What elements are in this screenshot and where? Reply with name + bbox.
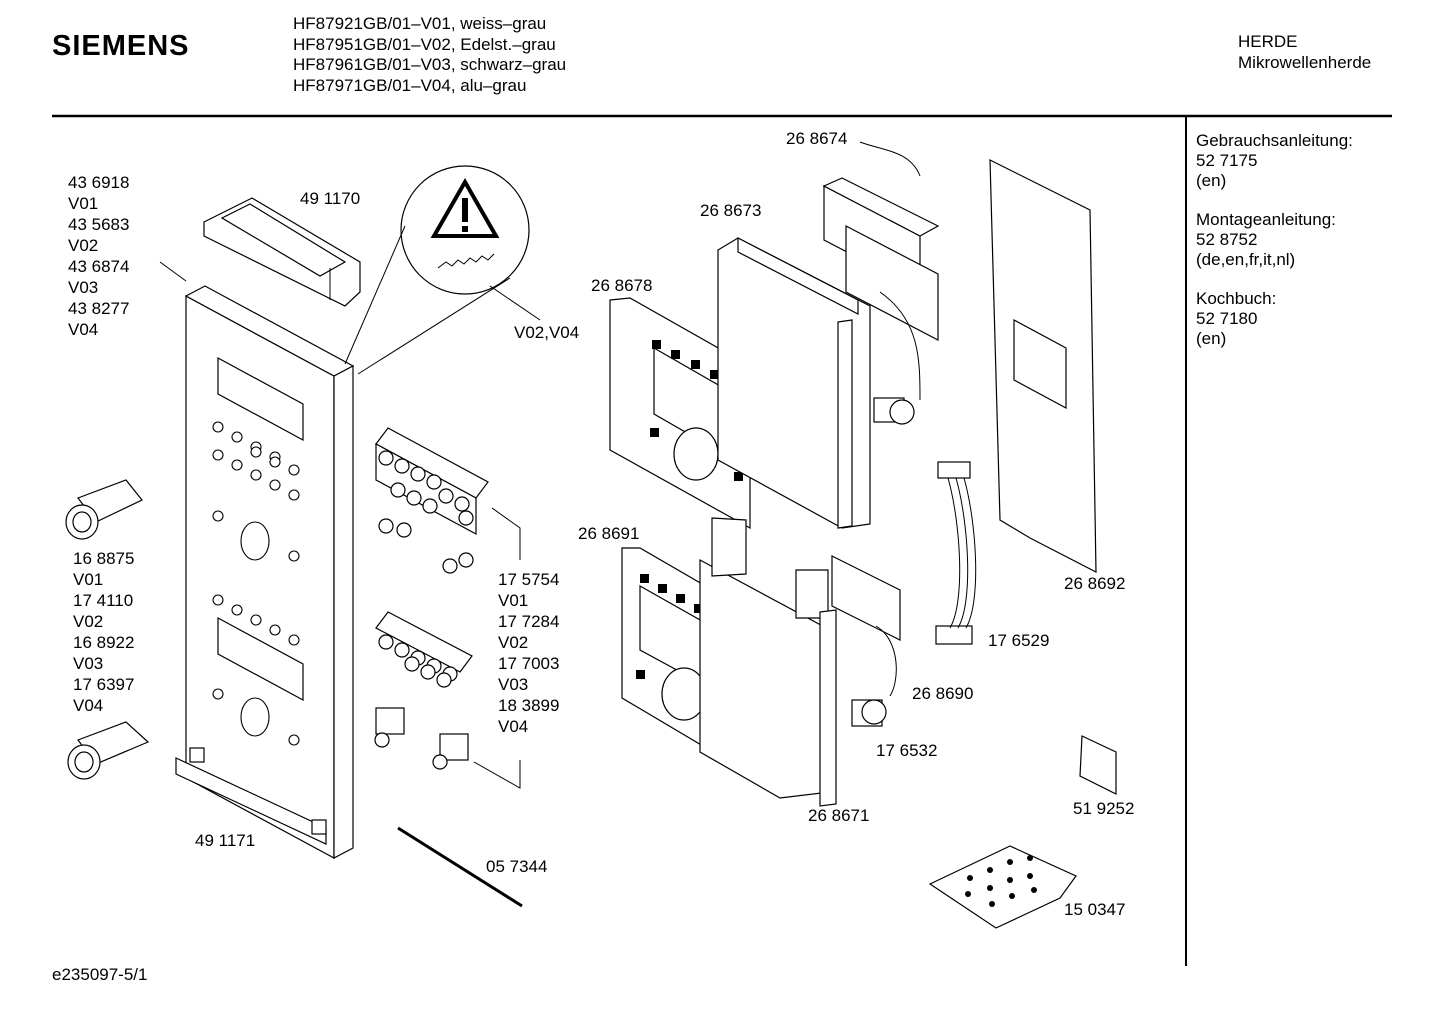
part-number: 43 6874 — [68, 257, 130, 276]
part-number: 43 8277 — [68, 299, 130, 318]
ribbon-cable — [935, 461, 977, 645]
variant-code: V03 — [73, 654, 104, 673]
part-number: 16 8922 — [73, 633, 135, 652]
part-label: 05 7344 — [486, 857, 548, 876]
part-label: 17 6529 — [988, 631, 1050, 650]
warning-callout — [344, 165, 541, 375]
variant-code: V02 — [498, 633, 529, 652]
variant-code: V02 — [68, 236, 99, 255]
part-label: 51 9252 — [1073, 799, 1135, 818]
document-title: Montageanleitung: — [1196, 210, 1336, 229]
model-line: HF87961GB/01–V03, schwarz–grau — [293, 55, 567, 74]
leader-line — [159, 261, 187, 282]
part-number: 17 5754 — [498, 570, 560, 589]
model-line: HF87951GB/01–V02, Edelst.–grau — [293, 34, 556, 54]
document-number: 52 7175 — [1196, 151, 1258, 170]
category: HERDE — [1238, 32, 1298, 51]
variant-code: V01 — [68, 194, 99, 213]
part-number: 43 6918 — [68, 173, 130, 192]
category-block: HERDE Mikrowellenherde — [1238, 32, 1371, 73]
part-label: 49 1170 — [300, 189, 361, 208]
model-list: HF87921GB/01–V01, weiss–grau HF87951GB/0… — [293, 14, 566, 96]
documents-list: Gebrauchsanleitung: 52 7175 (en) Montage… — [1196, 131, 1353, 368]
upper-module — [609, 141, 940, 530]
model-line: HF87921GB/01–V01, weiss–grau — [293, 14, 547, 33]
screw-bag — [928, 845, 1077, 929]
brand-logo: SIEMENS — [52, 30, 190, 62]
part-number: 43 5683 — [68, 215, 130, 234]
part-label: 26 8673 — [700, 201, 762, 220]
part-number: 18 3899 — [498, 696, 560, 715]
document-number: 52 8752 — [1196, 230, 1258, 249]
knob-top — [65, 479, 143, 540]
document-title: Gebrauchsanleitung: — [1196, 131, 1353, 150]
model-line: HF87971GB/01–V04, alu–grau — [293, 75, 527, 95]
front-panel — [175, 285, 355, 860]
part-label: 17 6532 — [876, 741, 938, 760]
variant-code: V03 — [498, 675, 529, 694]
knob-bottom — [67, 721, 150, 780]
part-number: 17 7284 — [498, 612, 560, 631]
variant-code: V04 — [73, 696, 104, 715]
document-number: 52 7180 — [1196, 309, 1258, 328]
document-entry: Montageanleitung: 52 8752 (de,en,fr,it,n… — [1196, 210, 1353, 270]
part-label: 26 8690 — [912, 684, 974, 703]
drawing-id: e235097-5/1 — [52, 965, 148, 984]
subcategory: Mikrowellenherde — [1238, 52, 1372, 72]
variant-code: V01 — [498, 591, 529, 610]
clip-part — [203, 197, 361, 307]
knob-variant-list: 16 8875 V01 17 4110 V02 16 8922 V03 17 6… — [73, 548, 134, 716]
part-number: 16 8875 — [73, 549, 135, 568]
variant-code: V04 — [68, 320, 99, 339]
part-number: 17 4110 — [73, 591, 134, 610]
part-label: 26 8674 — [786, 129, 848, 148]
part-label: 49 1171 — [195, 831, 256, 850]
document-language: (en) — [1196, 171, 1227, 190]
document-title: Kochbuch: — [1196, 289, 1277, 308]
side-plate — [989, 159, 1097, 573]
document-language: (de,en,fr,it,nl) — [1196, 250, 1296, 269]
part-number: 17 7003 — [498, 654, 560, 673]
variant-code: V02 — [73, 612, 104, 631]
part-number: 17 6397 — [73, 675, 135, 694]
rod-part — [397, 826, 523, 908]
bracket-line — [491, 507, 521, 560]
variant-note: V02,V04 — [514, 323, 580, 342]
seal-part — [1079, 735, 1117, 795]
lower-module — [621, 517, 901, 807]
variant-code: V04 — [498, 717, 529, 736]
part-label: 26 8671 — [808, 806, 870, 825]
variant-code: V03 — [68, 278, 99, 297]
part-label: 26 8692 — [1064, 574, 1126, 593]
document-entry: Gebrauchsanleitung: 52 7175 (en) — [1196, 131, 1353, 191]
bracket-line — [473, 760, 521, 789]
button-board-upper — [375, 427, 489, 574]
panel-variant-list: 43 6918 V01 43 5683 V02 43 6874 V03 43 8… — [68, 172, 129, 340]
part-label: 26 8678 — [591, 276, 653, 295]
variant-code: V01 — [73, 570, 104, 589]
board-variant-list: 17 5754 V01 17 7284 V02 17 7003 V03 18 3… — [498, 569, 559, 737]
part-label: 15 0347 — [1064, 900, 1126, 919]
part-label: 26 8691 — [578, 524, 640, 543]
document-language: (en) — [1196, 329, 1227, 348]
document-entry: Kochbuch: 52 7180 (en) — [1196, 289, 1353, 349]
button-board-lower — [374, 611, 473, 770]
